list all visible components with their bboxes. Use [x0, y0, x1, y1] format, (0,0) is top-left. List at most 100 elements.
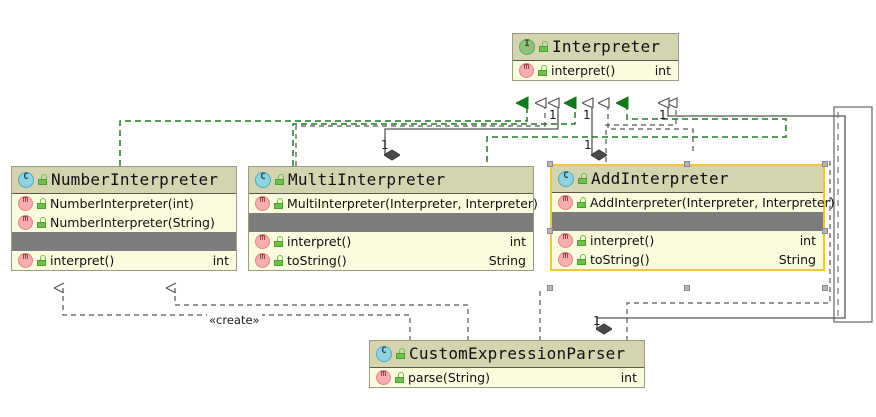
member-name: toString() [287, 253, 347, 268]
class-header-custom-expression-parser: CustomExpressionParser [370, 341, 644, 368]
members-section: NumberInterpreter(int) NumberInterpreter… [12, 194, 236, 232]
member-row[interactable]: parse(String) int [370, 368, 644, 387]
public-lock-icon [577, 254, 586, 265]
class-box-custom-expression-parser[interactable]: CustomExpressionParser parse(String) int [369, 340, 645, 388]
member-row[interactable]: NumberInterpreter(String) [12, 213, 236, 232]
selection-handle-bottom-center[interactable] [684, 285, 690, 291]
class-box-multi-interpreter[interactable]: MultiInterpreter MultiInterpreter(Interp… [248, 166, 538, 271]
method-icon [376, 369, 391, 385]
member-row[interactable]: interpret() int [12, 251, 236, 270]
public-lock-icon [37, 217, 46, 228]
members-section: interpret() int toString() String [249, 232, 533, 270]
selection-handle-middle-left[interactable] [547, 228, 553, 234]
member-row[interactable]: NumberInterpreter(int) [12, 194, 236, 213]
method-icon [255, 233, 270, 249]
member-name: interpret() [590, 233, 655, 248]
member-name: interpret() [287, 234, 352, 249]
public-lock-icon [275, 174, 284, 185]
create-stereotype-label: «create» [207, 313, 262, 327]
members-section: interpret() int [513, 61, 678, 80]
member-return-type: int [212, 253, 229, 268]
selection-handle-top-right[interactable] [822, 161, 828, 167]
public-lock-icon [396, 348, 405, 359]
member-name: interpret() [551, 63, 616, 78]
class-icon [18, 171, 34, 188]
method-icon [558, 194, 573, 210]
class-icon [376, 345, 392, 362]
selection-handle-bottom-right[interactable] [822, 285, 828, 291]
member-name: toString() [590, 252, 650, 267]
public-lock-icon [578, 173, 587, 184]
public-lock-icon [37, 198, 46, 209]
public-lock-icon [274, 255, 283, 266]
class-box-number-interpreter[interactable]: NumberInterpreter NumberInterpreter(int)… [11, 166, 237, 271]
method-icon [558, 251, 573, 267]
member-return-type: int [620, 370, 637, 385]
member-row[interactable]: MultiInterpreter(Interpreter, Interprete… [249, 194, 538, 213]
class-header-interpreter: Interpreter [513, 34, 678, 61]
multiplicity-label: 1 [659, 108, 667, 122]
selection-handle-middle-right[interactable] [822, 228, 828, 234]
method-icon [255, 252, 270, 268]
members-section: AddInterpreter(Interpreter, Interpreter) [552, 193, 835, 212]
members-section: parse(String) int [370, 368, 644, 387]
public-lock-icon [577, 235, 586, 246]
member-name: MultiInterpreter(Interpreter, Interprete… [287, 196, 538, 211]
member-return-type: int [509, 234, 526, 249]
member-return-type: String [488, 253, 526, 268]
selection-handle-top-center[interactable] [684, 161, 690, 167]
member-row[interactable]: interpret() int [552, 231, 823, 250]
class-header-number-interpreter: NumberInterpreter [12, 167, 236, 194]
method-icon [18, 214, 33, 230]
class-header-add-interpreter: AddInterpreter [552, 166, 823, 193]
multiplicity-label: 1 [381, 138, 389, 152]
method-icon [18, 252, 33, 268]
member-return-type: int [799, 233, 816, 248]
method-icon [558, 232, 573, 248]
public-lock-icon [539, 41, 548, 52]
member-row[interactable]: AddInterpreter(Interpreter, Interpreter) [552, 193, 835, 212]
member-row[interactable]: toString() String [552, 250, 823, 269]
method-icon [519, 62, 534, 78]
class-name: AddInterpreter [591, 169, 729, 188]
section-separator-bar [249, 213, 533, 232]
member-return-type: int [654, 63, 671, 78]
public-lock-icon [274, 198, 283, 209]
class-name: MultiInterpreter [288, 170, 446, 189]
multiplicity-label: 1 [593, 314, 601, 328]
public-lock-icon [577, 197, 586, 208]
member-name: parse(String) [408, 370, 490, 385]
multiplicity-label: 1 [583, 108, 591, 122]
method-icon [255, 195, 270, 211]
members-section: interpret() int [12, 251, 236, 270]
member-name: interpret() [50, 253, 115, 268]
interface-icon [519, 38, 535, 55]
member-row[interactable]: interpret() int [249, 232, 533, 251]
member-name: NumberInterpreter(String) [50, 215, 215, 230]
class-box-add-interpreter[interactable]: AddInterpreter AddInterpreter(Interprete… [550, 164, 835, 271]
public-lock-icon [538, 65, 547, 76]
member-name: NumberInterpreter(int) [50, 196, 194, 211]
member-return-type: String [778, 252, 816, 267]
multiplicity-label: 1 [584, 138, 592, 152]
selection-handle-bottom-left[interactable] [547, 285, 553, 291]
member-name: AddInterpreter(Interpreter, Interpreter) [590, 195, 835, 210]
class-name: CustomExpressionParser [409, 344, 626, 363]
class-name: NumberInterpreter [51, 170, 219, 189]
selection-handle-top-left[interactable] [547, 161, 553, 167]
public-lock-icon [395, 372, 404, 383]
class-header-multi-interpreter: MultiInterpreter [249, 167, 533, 194]
section-separator-bar [552, 212, 823, 231]
section-separator-bar [12, 232, 236, 251]
members-section: MultiInterpreter(Interpreter, Interprete… [249, 194, 538, 213]
class-icon [255, 171, 271, 188]
members-section: interpret() int toString() String [552, 231, 823, 269]
method-icon [18, 195, 33, 211]
member-row[interactable]: toString() String [249, 251, 533, 270]
member-row[interactable]: interpret() int [513, 61, 678, 80]
class-icon [558, 170, 574, 187]
multiplicity-label: 1 [549, 108, 557, 122]
class-box-interpreter[interactable]: Interpreter interpret() int [512, 33, 679, 81]
